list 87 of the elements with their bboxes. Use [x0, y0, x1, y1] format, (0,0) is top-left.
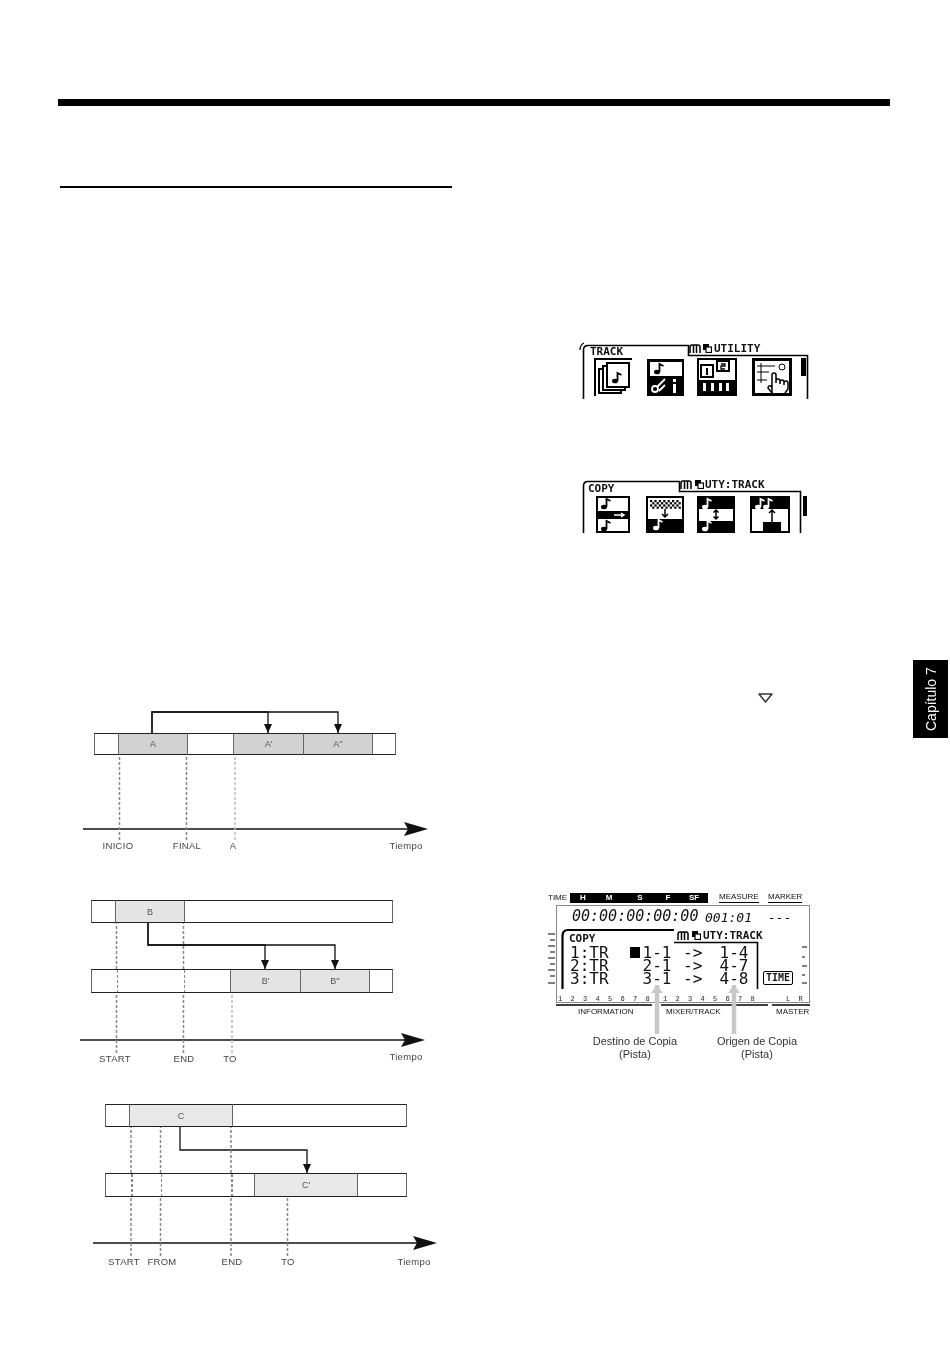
time-unit-label: S: [637, 893, 643, 903]
field-label: TIME: [548, 893, 568, 903]
track-label: 2:TR: [570, 959, 609, 972]
timeline-segment: [254, 1173, 358, 1197]
guide-line: [115, 922, 118, 970]
segment-label: C: [177, 1110, 185, 1121]
guide-line: [118, 754, 121, 841]
marker-readout: ---: [768, 911, 792, 924]
axis-label: Tiempo: [389, 840, 423, 851]
callout-label: Destino de Copia (Pista): [583, 1034, 687, 1061]
guide-line: [234, 754, 236, 841]
section-label: INFORMATION: [578, 1007, 634, 1017]
guide-line: [115, 992, 118, 1054]
copy-arrow: [179, 1126, 311, 1174]
timeline-segment: [184, 900, 393, 923]
screen-title: UTY:TRACK: [705, 479, 765, 490]
leader-arrow: [728, 985, 740, 1034]
guide-line: [230, 1196, 232, 1257]
guide-line: [230, 1126, 232, 1174]
timeline-segment: [372, 733, 396, 755]
chapter-tab: Capítulo 7: [913, 660, 948, 738]
segment-label: B'': [330, 976, 340, 986]
copy-direction-text: ->: [683, 972, 703, 985]
axis-label: START: [108, 1256, 140, 1267]
time-readout: 00:00:00:00:00: [572, 909, 699, 924]
column-heading: MARKER: [768, 892, 803, 903]
copy-direction-text: ->: [683, 946, 703, 959]
leader-arrow: [651, 985, 663, 1034]
axis-label: START: [99, 1053, 131, 1064]
column-heading: MEASURE: [719, 892, 759, 903]
axis-label: Tiempo: [397, 1256, 431, 1267]
timeline-segment: [115, 900, 185, 923]
guide-line: [130, 1126, 132, 1174]
segment-label: B: [147, 906, 153, 917]
timeline-segment: [230, 969, 301, 993]
screen-title: UTILITY: [714, 343, 761, 354]
timeline-segment: [232, 1104, 407, 1127]
time-unit-label: M: [605, 893, 613, 903]
axis-label: A: [229, 840, 237, 851]
section-label: MASTER: [776, 1007, 810, 1017]
axis-label: END: [173, 1053, 195, 1064]
copy-arrow: [147, 922, 339, 970]
tab-title: COPY: [569, 933, 596, 944]
track-label: 1:TR: [570, 946, 609, 959]
axis-label: TO: [281, 1256, 295, 1267]
guide-line: [231, 992, 233, 1054]
time-unit-label: SF: [688, 893, 700, 903]
copy-direction-text: ->: [683, 959, 703, 972]
track-number-column: 1-1 2-1 3-1: [641, 946, 673, 985]
axis-label: END: [221, 1256, 243, 1267]
guide-line: [130, 1196, 132, 1257]
timeline-segment: [129, 1104, 233, 1127]
guide-line: [182, 992, 185, 1054]
timeline-segment: [118, 733, 188, 755]
guide-line: [159, 1196, 162, 1257]
guide-line: [159, 1126, 162, 1174]
measure-readout: 001:01: [705, 911, 752, 924]
section-label: MIXER/TRACK: [666, 1007, 721, 1017]
segment-label: A'': [333, 739, 343, 749]
screen-title: UTY:TRACK: [703, 930, 763, 941]
timeline-segment: [300, 969, 370, 993]
guide-line: [286, 1196, 289, 1257]
guide-line: [185, 754, 188, 841]
segment-label: A: [150, 739, 156, 749]
axis-label: INICIO: [102, 840, 134, 851]
guide-line: [182, 922, 185, 970]
timeline-segment: [233, 733, 304, 755]
timeline-segment: [369, 969, 393, 993]
axis-label: TO: [223, 1053, 237, 1064]
segment-label: C': [301, 1180, 311, 1190]
track-number-column: 1-4 4-7 4-8: [718, 946, 750, 985]
segment-label: A': [264, 739, 273, 749]
time-unit-label: H: [580, 893, 586, 903]
time-indicator: TIME: [763, 971, 794, 985]
axis-label: Tiempo: [389, 1051, 423, 1062]
timeline-segment: [303, 733, 373, 755]
time-unit-label: F: [665, 893, 671, 903]
axis-label: FROM: [147, 1256, 177, 1267]
axis-label: FINAL: [172, 840, 202, 851]
timeline-segment: [357, 1173, 407, 1197]
tab-title: COPY: [588, 483, 615, 494]
segment-label: B': [261, 976, 270, 986]
tab-title: TRACK: [590, 346, 624, 357]
callout-label: Origen de Copia (Pista): [706, 1034, 808, 1061]
timeline-segment: [105, 1173, 255, 1197]
copy-arrow: [151, 711, 342, 734]
track-label: 3:TR: [570, 972, 609, 985]
